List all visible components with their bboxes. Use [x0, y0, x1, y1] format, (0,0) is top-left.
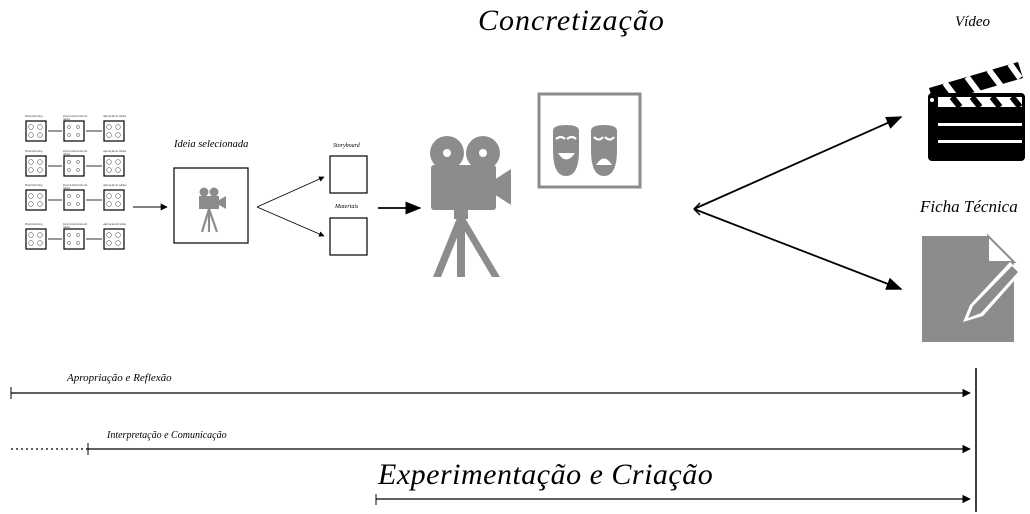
- mini-sketch: [115, 232, 121, 238]
- mini-box: [25, 120, 47, 142]
- mini-box: [103, 155, 125, 177]
- mini-sketch: [28, 193, 34, 199]
- video-label: Vídeo: [955, 14, 990, 30]
- mini-sketch: [76, 133, 80, 137]
- mini-sketch: [37, 167, 43, 173]
- mini-sketch: [37, 240, 43, 246]
- mini-box: [103, 228, 125, 250]
- mini-sketch: [28, 201, 34, 207]
- theater-masks-icon: [553, 125, 617, 176]
- mini-box-label: Brainstorming: [25, 183, 43, 187]
- mini-sketch: [106, 201, 112, 207]
- mini-box: [25, 189, 47, 211]
- mini-process-grid: [25, 120, 125, 250]
- materials-label: Materiais: [335, 204, 359, 210]
- mini-box: [63, 155, 85, 177]
- mini-sketch: [67, 241, 71, 245]
- mini-box-label: Desenvolvimento de ideias: [63, 114, 88, 121]
- document-pencil-icon: [922, 233, 1022, 342]
- clapperboard-icon: [928, 62, 1025, 161]
- mini-sketch: [67, 168, 71, 172]
- mini-box-label: Brainstorming: [25, 114, 43, 118]
- selected-idea-label: Ideia selecionada: [174, 139, 249, 150]
- mini-box: [103, 120, 125, 142]
- mini-sketch: [37, 124, 43, 130]
- storyboard-box: [329, 155, 368, 194]
- experimentation-label: Experimentação e Criação: [378, 458, 714, 491]
- mini-sketch: [37, 193, 43, 199]
- movie-camera-icon: [430, 136, 511, 277]
- small-movie-camera-icon: [199, 187, 226, 233]
- mini-sketch: [28, 232, 34, 238]
- mini-box-label: Apuração de ideias: [103, 222, 127, 226]
- mini-sketch: [106, 167, 112, 173]
- page-title: Concretização: [478, 4, 665, 37]
- mini-box: [25, 155, 47, 177]
- mini-sketch: [76, 241, 80, 245]
- mini-sketch: [106, 240, 112, 246]
- ficha-tecnica-label: Ficha Técnica: [920, 197, 1018, 216]
- mini-box-label: Apuração de ideias: [103, 149, 127, 153]
- mini-sketch: [106, 132, 112, 138]
- mini-box: [63, 189, 85, 211]
- mini-box: [63, 228, 85, 250]
- mini-box: [63, 120, 85, 142]
- mini-sketch: [76, 194, 80, 198]
- mini-sketch: [67, 125, 71, 129]
- mini-sketch: [28, 240, 34, 246]
- mini-box: [103, 189, 125, 211]
- mini-sketch: [115, 132, 121, 138]
- mini-sketch: [76, 168, 80, 172]
- mini-sketch: [106, 193, 112, 199]
- mini-sketch: [76, 202, 80, 206]
- mini-box: [25, 228, 47, 250]
- mini-sketch: [115, 167, 121, 173]
- mini-box-label: Brainstorming: [25, 222, 43, 226]
- mini-sketch: [115, 201, 121, 207]
- mini-sketch: [106, 232, 112, 238]
- interpretation-label: Interpretação e Comunicação: [107, 430, 227, 441]
- mini-sketch: [67, 160, 71, 164]
- to-video-arrow: [693, 116, 903, 210]
- mini-sketch: [37, 132, 43, 138]
- appropriation-label: Apropriação e Reflexão: [67, 372, 172, 384]
- mini-box-label: Desenvolvimento de ideias: [63, 183, 88, 190]
- mini-sketch: [115, 159, 121, 165]
- mini-box-label: Desenvolvimento de ideias: [63, 222, 88, 229]
- materials-box: [329, 217, 368, 256]
- idea-to-storyboard-arrow: [256, 176, 325, 208]
- mini-sketch: [37, 232, 43, 238]
- mini-sketch: [67, 194, 71, 198]
- mini-sketch: [106, 124, 112, 130]
- mini-sketch: [28, 167, 34, 173]
- mini-sketch: [67, 133, 71, 137]
- mini-sketch: [76, 160, 80, 164]
- mini-sketch: [37, 201, 43, 207]
- mini-box-label: Brainstorming: [25, 149, 43, 153]
- mini-box-label: Apuração de ideias: [103, 114, 127, 118]
- mini-sketch: [76, 233, 80, 237]
- mini-sketch: [67, 202, 71, 206]
- mini-sketch: [115, 124, 121, 130]
- mini-sketch: [28, 132, 34, 138]
- mini-sketch: [28, 124, 34, 130]
- mini-sketch: [76, 125, 80, 129]
- mini-sketch: [67, 233, 71, 237]
- mini-box-label: Apuração de ideias: [103, 183, 127, 187]
- idea-to-materials-arrow: [256, 206, 325, 237]
- storyboard-label: Storyboard: [333, 143, 360, 149]
- mini-sketch: [115, 193, 121, 199]
- mini-sketch: [106, 159, 112, 165]
- mini-sketch: [28, 159, 34, 165]
- to-ficha-arrow: [693, 208, 903, 290]
- mini-box-label: Desenvolvimento de ideias: [63, 149, 88, 156]
- mini-sketch: [115, 240, 121, 246]
- mini-sketch: [37, 159, 43, 165]
